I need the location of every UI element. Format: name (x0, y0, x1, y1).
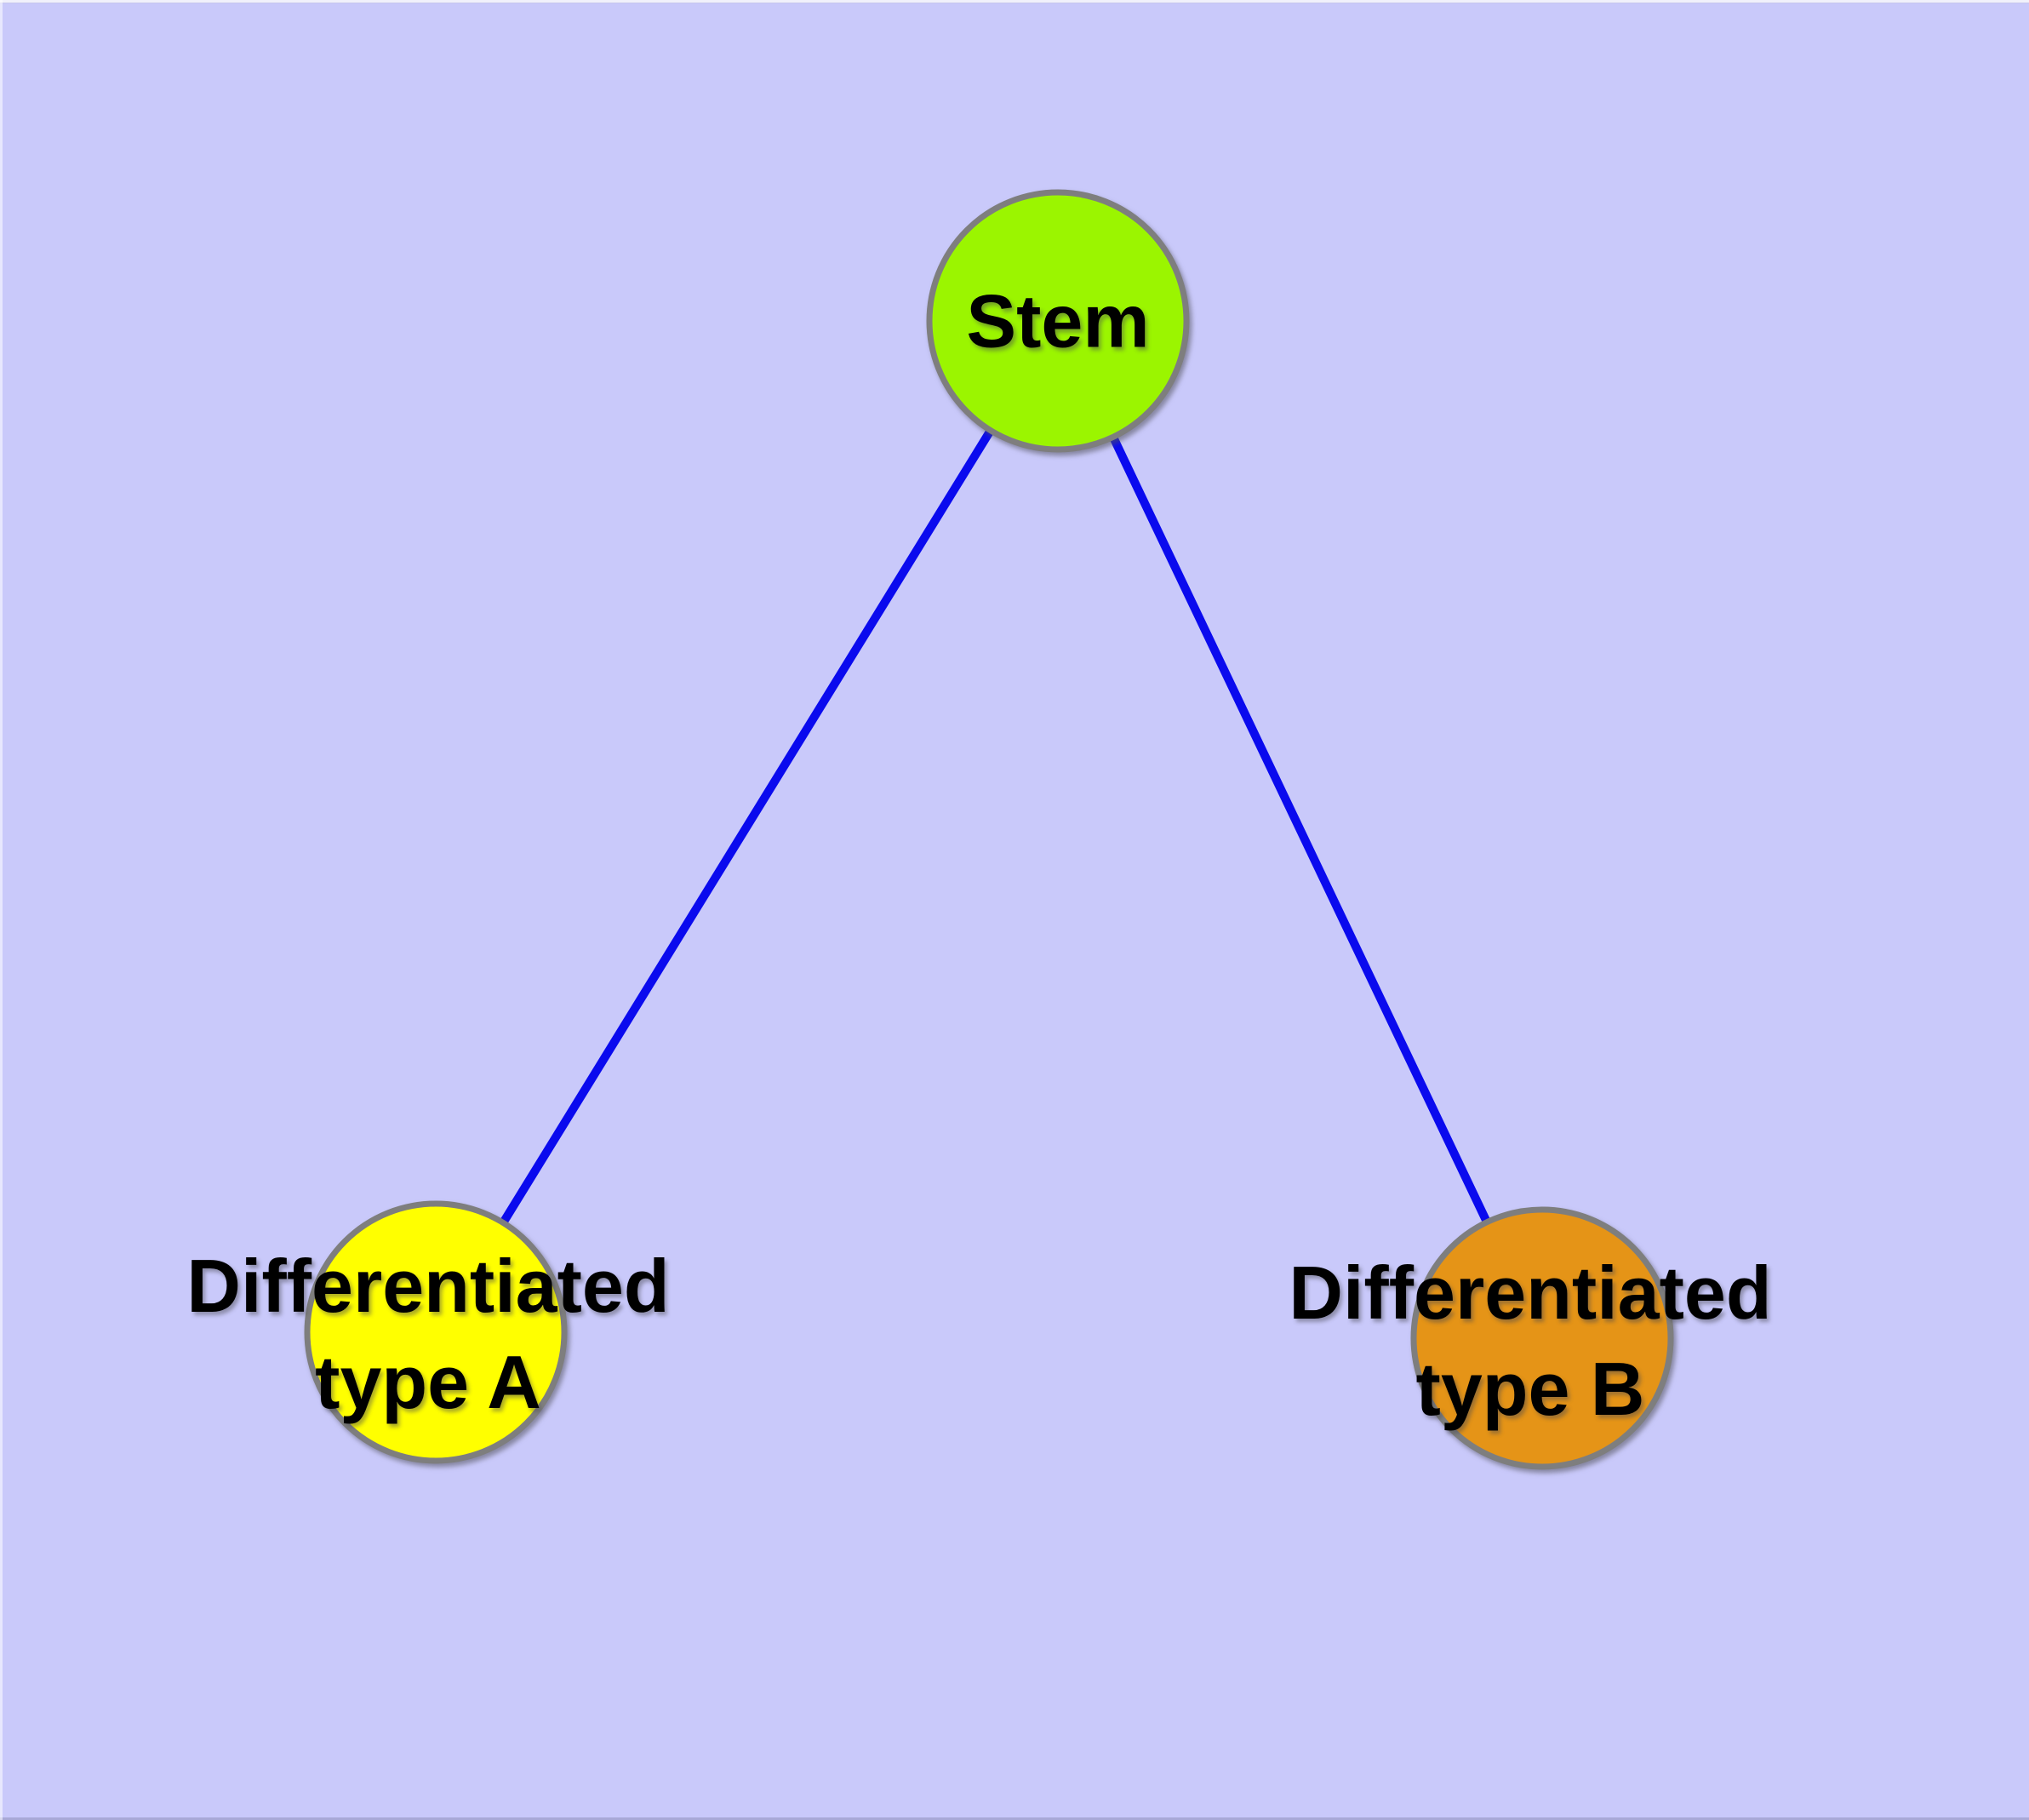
node-stem[interactable] (926, 189, 1190, 453)
node-differentiated-type-a[interactable] (304, 1200, 568, 1464)
node-differentiated-type-b[interactable] (1410, 1206, 1674, 1470)
edge-stem-to-type-b (1054, 317, 1546, 1342)
edge-stem-to-type-a (432, 317, 1062, 1336)
